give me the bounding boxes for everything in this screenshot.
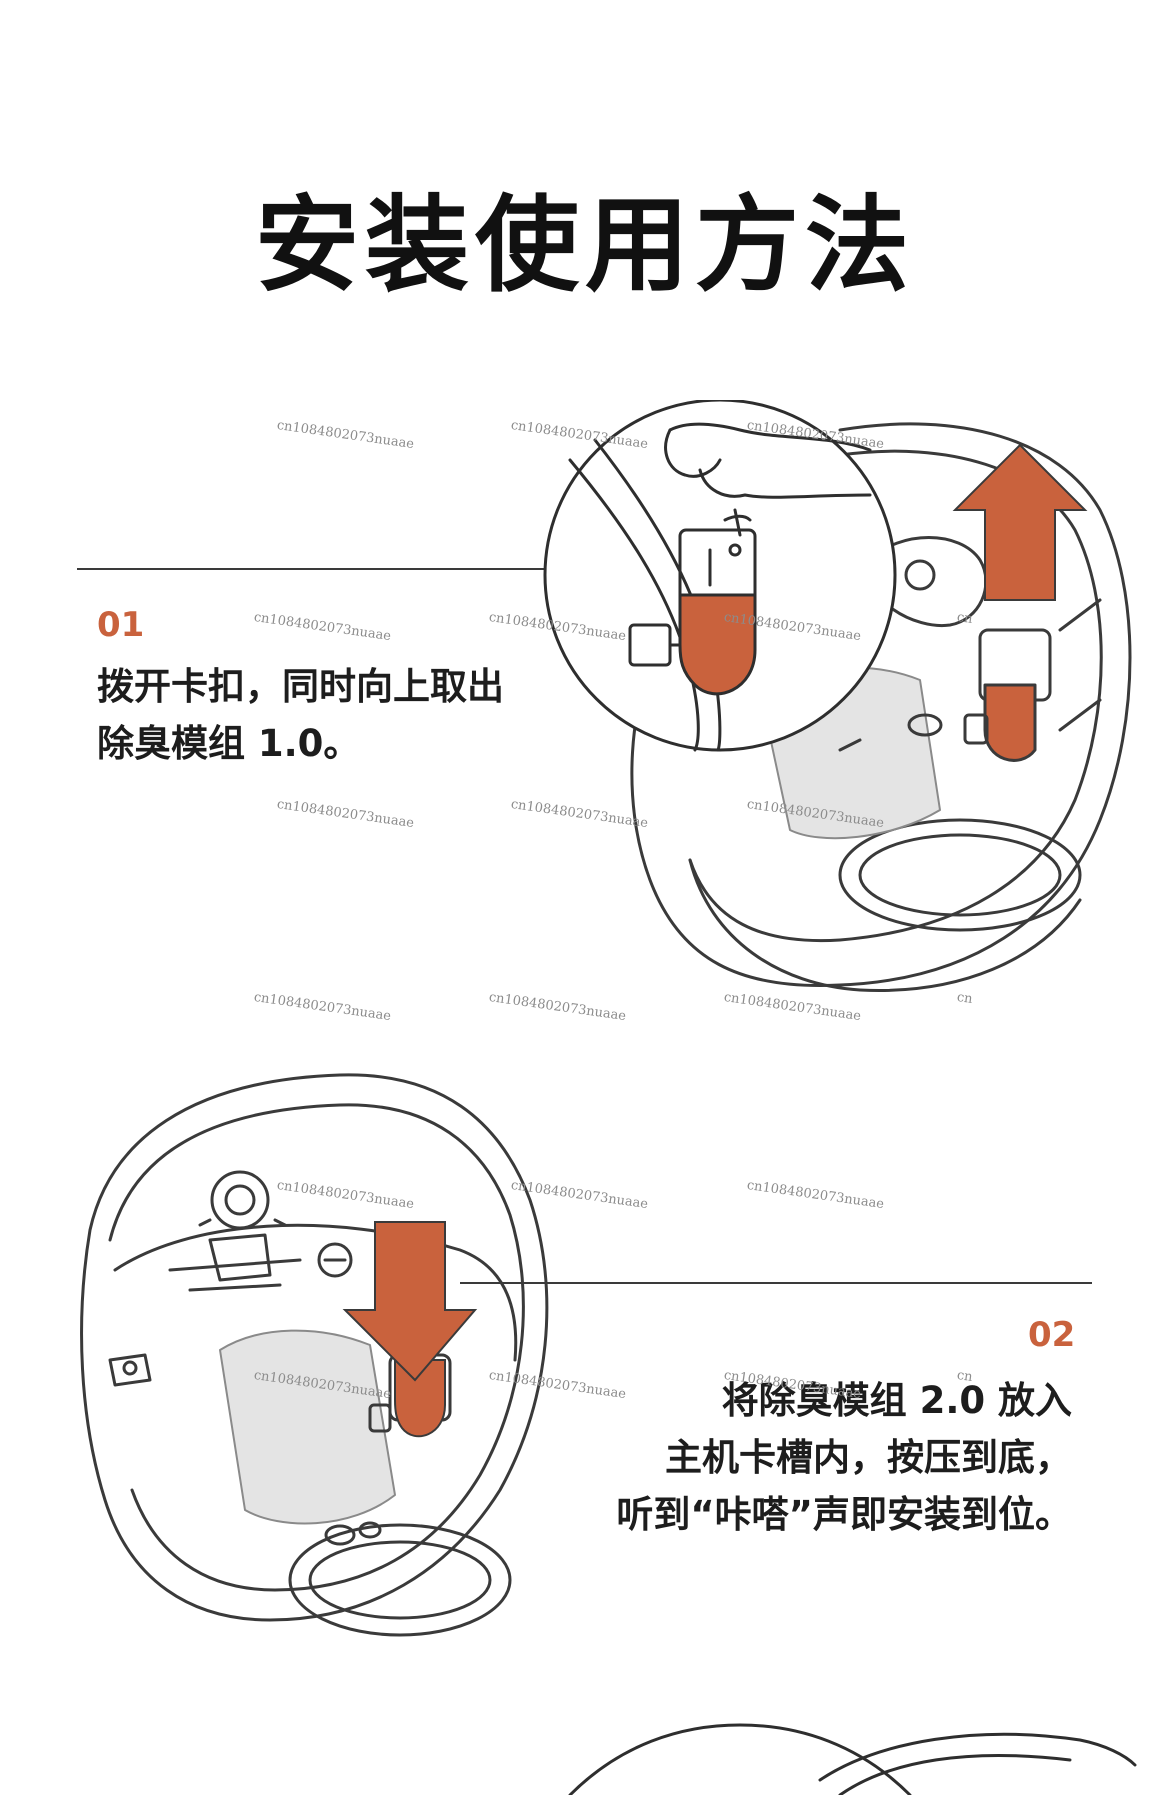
step1-illustration	[543, 400, 1132, 992]
handle-slot	[288, 1523, 512, 1637]
device-body-outline	[630, 422, 1132, 988]
step1-line-1: 拨开卡扣，同时向上取出	[97, 665, 504, 708]
watermark: cn1084802073nuaae	[252, 990, 392, 1025]
step2-instructions: 将除臭模组 2.0 放入 主机卡槽内，按压到底， 听到“咔嗒”声即安装到位。	[616, 1372, 1072, 1543]
inner-tray	[219, 1329, 396, 1525]
step1-number: 01	[97, 605, 145, 645]
watermark: cn1084802073nuaae	[745, 1178, 885, 1213]
step1-instructions: 拨开卡扣，同时向上取出 除臭模组 1.0。	[97, 658, 504, 772]
step3-illustration-partial	[568, 1723, 1137, 1795]
arrow-up-icon	[952, 443, 1088, 601]
device-body-outline	[80, 1073, 549, 1622]
watermark: cn1084802073nuaae	[275, 797, 415, 832]
step1-line-2: 除臭模组 1.0。	[97, 722, 361, 765]
zoom-detail-circle	[543, 400, 897, 752]
step2-line-3: 听到“咔嗒”声即安装到位。	[616, 1493, 1072, 1536]
step2-line-1: 将除臭模组 2.0 放入	[721, 1379, 1072, 1422]
module-2-shape	[394, 1359, 446, 1438]
hand-sketch	[664, 422, 872, 499]
arrow-down-icon	[342, 1221, 478, 1382]
step2-number: 02	[1028, 1315, 1076, 1355]
zoom-detail-circle	[568, 1723, 912, 1795]
page-title: 安装使用方法	[254, 184, 915, 306]
handle-slot	[838, 818, 1082, 932]
module-1-shape	[678, 593, 757, 696]
step1-divider	[77, 568, 633, 570]
step2-divider	[460, 1282, 1092, 1284]
watermark: cn1084802073nuaae	[275, 418, 415, 453]
step2-illustration	[80, 1073, 549, 1637]
watermark: cn1084802073nuaae	[252, 610, 392, 645]
step2-line-2: 主机卡槽内，按压到底，	[665, 1436, 1072, 1479]
